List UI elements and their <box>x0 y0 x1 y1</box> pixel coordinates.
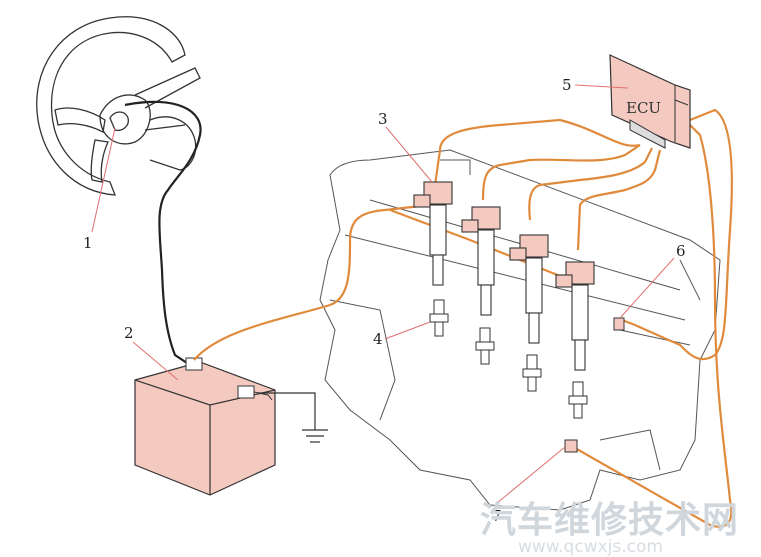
sensor-7 <box>564 439 578 453</box>
ecu-unit: ECU <box>609 54 691 149</box>
ecu-label: ECU <box>626 99 661 117</box>
label-7: 7 <box>492 507 502 525</box>
sensor-6 <box>613 317 625 331</box>
steering-wheel <box>36 16 201 196</box>
key-wire <box>124 100 202 366</box>
ground-symbol <box>258 392 328 443</box>
label-4: 4 <box>373 330 383 348</box>
label-6: 6 <box>676 242 686 260</box>
ignition-coil-2 <box>461 206 501 316</box>
ignition-coil-3 <box>509 234 549 344</box>
ignition-coil-1 <box>413 181 453 286</box>
watermark-title: 汽车维修技术网 <box>480 500 739 541</box>
label-5: 5 <box>562 76 572 94</box>
label-1: 1 <box>83 234 93 252</box>
label-2: 2 <box>124 324 134 342</box>
watermark-url: www.qcwxjs.com <box>518 537 663 557</box>
leader-lines <box>91 84 675 504</box>
spark-plugs <box>429 299 588 419</box>
ignition-coil-4 <box>555 261 595 371</box>
battery <box>134 357 276 496</box>
engine-block <box>319 149 721 511</box>
label-3: 3 <box>378 110 388 128</box>
